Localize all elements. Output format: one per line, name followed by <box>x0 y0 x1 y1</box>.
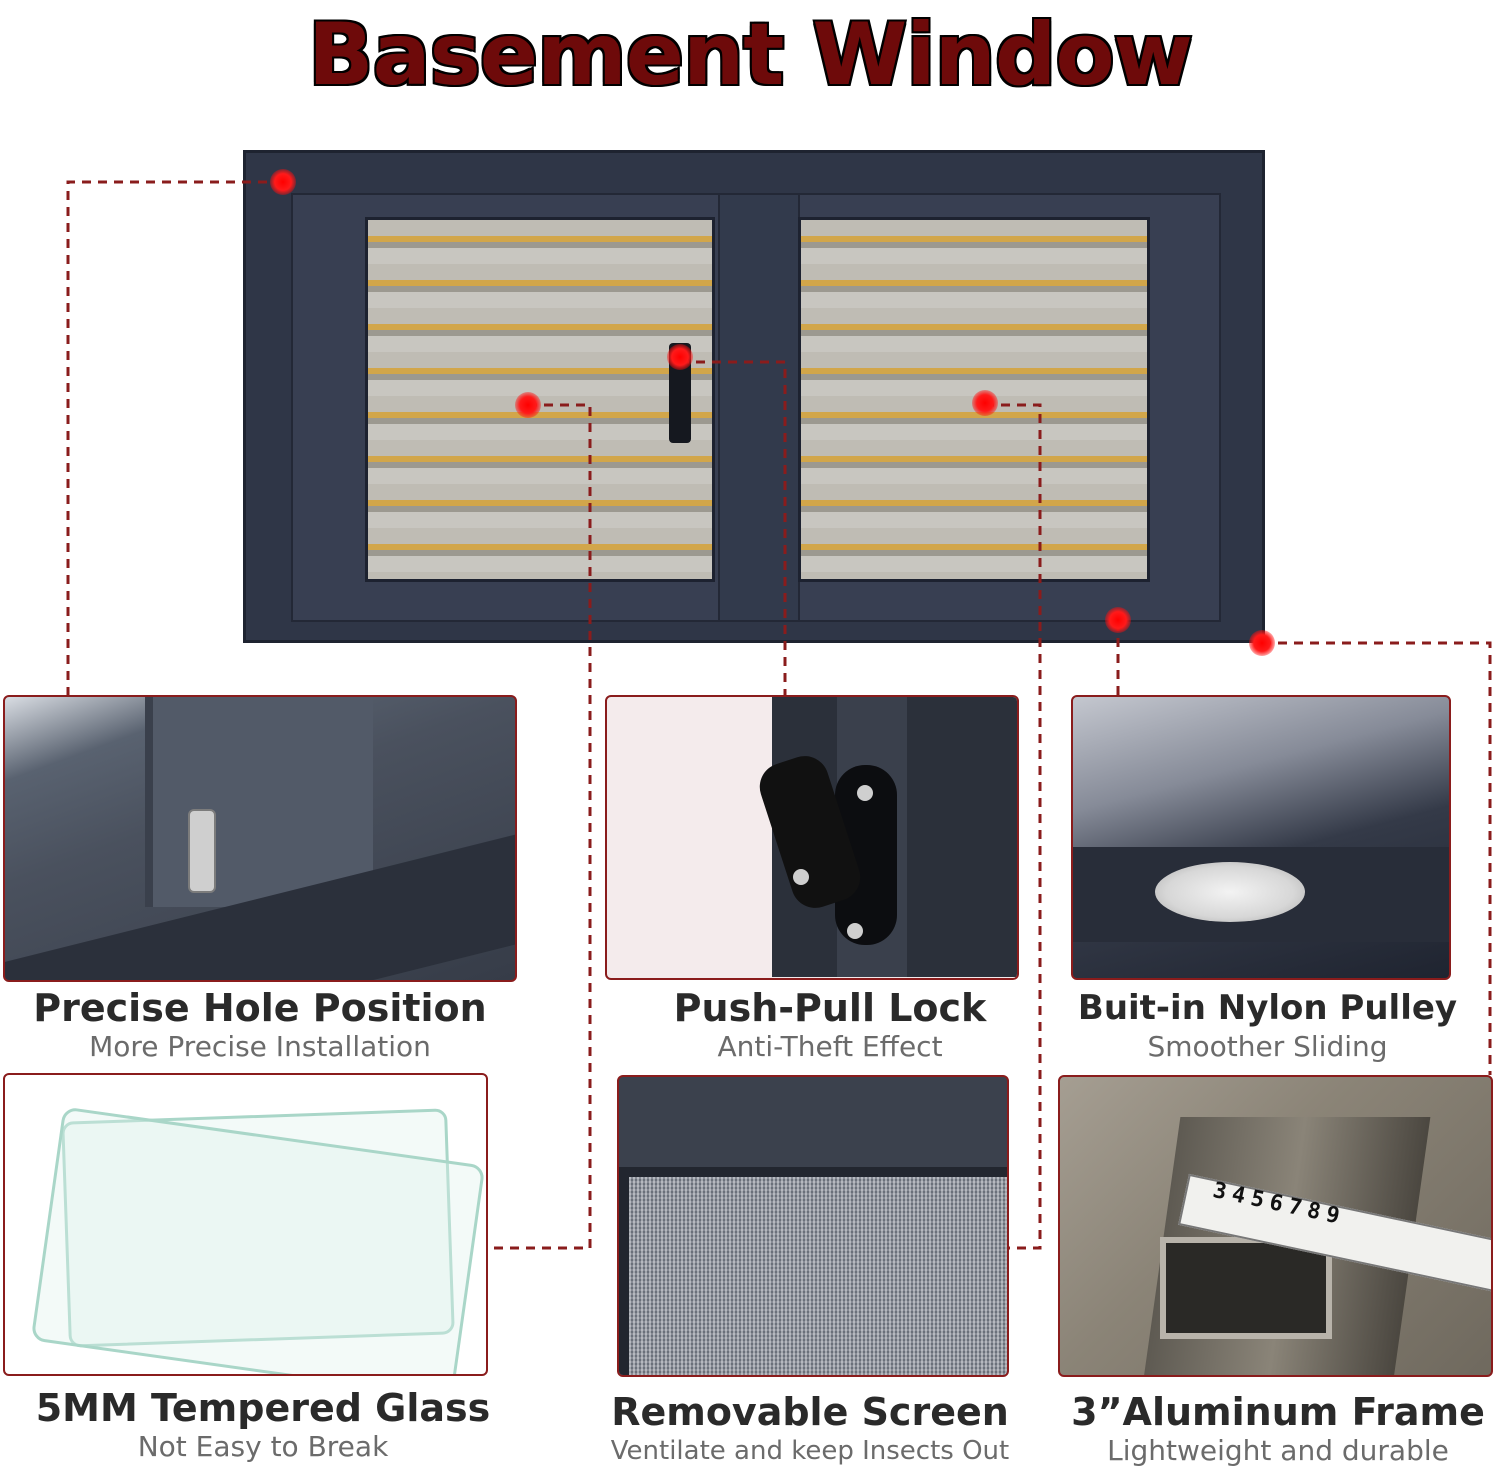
feature-title: 5MM Tempered Glass <box>35 1386 491 1430</box>
feature-caption-frame: 3”Aluminum Frame Lightweight and durable <box>1058 1390 1498 1468</box>
marker-dot-frame-top <box>270 169 296 195</box>
feature-subtitle: Lightweight and durable <box>1107 1434 1449 1467</box>
feature-caption-glass: 5MM Tempered Glass Not Easy to Break <box>3 1386 523 1464</box>
feature-title: 3”Aluminum Frame <box>1071 1390 1485 1434</box>
marker-dot-aluminum-frame <box>1249 630 1275 656</box>
feature-title: Push-Pull Lock <box>673 986 987 1030</box>
marker-dot-lock <box>667 344 693 370</box>
marker-dot-pulley <box>1105 607 1131 633</box>
pulley-wheel-icon <box>1155 862 1305 922</box>
page-title: Basement Window <box>306 3 1195 107</box>
sash-screw-hole-image <box>3 695 517 982</box>
mesh-screen <box>619 1167 1007 1375</box>
feature-subtitle: Not Easy to Break <box>137 1430 389 1463</box>
feature-subtitle: Anti-Theft Effect <box>717 1030 943 1063</box>
feature-subtitle: More Precise Installation <box>89 1030 431 1063</box>
feature-title: Removable Screen <box>611 1390 1009 1434</box>
window-frame <box>291 193 1221 622</box>
feature-caption-pulley: Buit-in Nylon Pulley Smoother Sliding <box>1040 986 1495 1064</box>
frame-profile-icon <box>1160 1237 1332 1339</box>
insect-screen-image <box>617 1075 1009 1377</box>
nylon-pulley-image <box>1071 695 1451 980</box>
feature-caption-screen: Removable Screen Ventilate and keep Inse… <box>570 1390 1050 1468</box>
feature-caption-lock: Push-Pull Lock Anti-Theft Effect <box>605 986 1055 1064</box>
aluminum-frame-tape-image: 3456789 <box>1058 1075 1493 1377</box>
lock-latch-image <box>605 695 1019 980</box>
feature-title: Buit-in Nylon Pulley <box>1077 988 1458 1028</box>
marker-dot-screen <box>972 390 998 416</box>
window-illustration <box>243 150 1265 643</box>
feature-subtitle: Smoother Sliding <box>1147 1030 1388 1063</box>
screw-icon <box>188 809 216 893</box>
feature-caption-hole: Precise Hole Position More Precise Insta… <box>3 986 517 1064</box>
marker-dot-glass <box>515 392 541 418</box>
window-mullion <box>718 195 800 620</box>
feature-title: Precise Hole Position <box>33 986 487 1030</box>
feature-subtitle: Ventilate and keep Insects Out <box>610 1436 1010 1466</box>
tempered-glass-image <box>3 1073 488 1376</box>
